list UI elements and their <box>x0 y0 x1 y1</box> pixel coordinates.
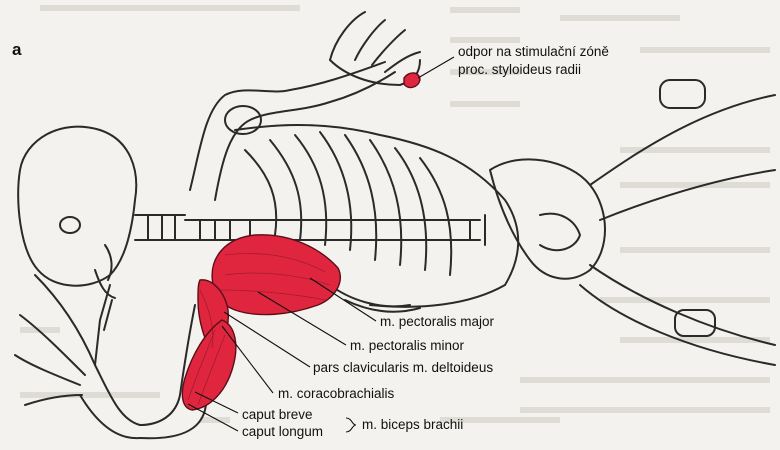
biceps-brachii-label: m. biceps brachii <box>362 418 463 432</box>
pectoralis-minor-label: m. pectoralis minor <box>350 339 464 353</box>
styloid-process-label: proc. styloideus radii <box>458 63 581 77</box>
panel-label: a <box>12 40 21 60</box>
pectoralis-major-label: m. pectoralis major <box>380 315 494 329</box>
caput-longum-label: caput longum <box>242 425 323 439</box>
stimulus-zone-spot <box>404 73 420 88</box>
stimulus-zone-label: odpor na stimulační zóně <box>458 45 609 59</box>
deltoideus-label: pars clavicularis m. deltoideus <box>313 361 493 375</box>
coracobrachialis-label: m. coracobrachialis <box>278 387 394 401</box>
caput-breve-label: caput breve <box>242 408 313 422</box>
